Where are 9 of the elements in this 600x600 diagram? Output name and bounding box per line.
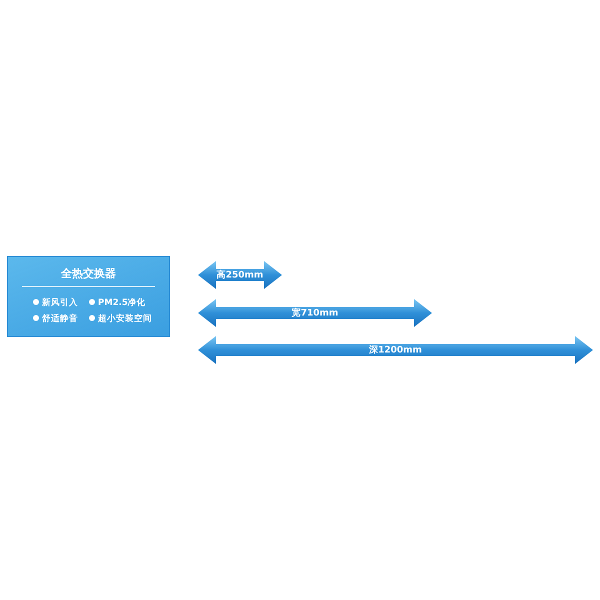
- feature-text: 超小安装空间: [98, 313, 152, 325]
- feature-text: 舒适静音: [42, 313, 78, 325]
- dimension-label: 深1200mm: [369, 344, 422, 356]
- feature-text: 新风引入: [42, 297, 78, 309]
- card-title: 全热交换器: [60, 266, 117, 281]
- dimension-label: 高250mm: [216, 268, 264, 282]
- feature-text: PM2.5净化: [98, 297, 146, 309]
- product-card: [7, 256, 170, 337]
- dimension-label: 宽710mm: [292, 306, 338, 320]
